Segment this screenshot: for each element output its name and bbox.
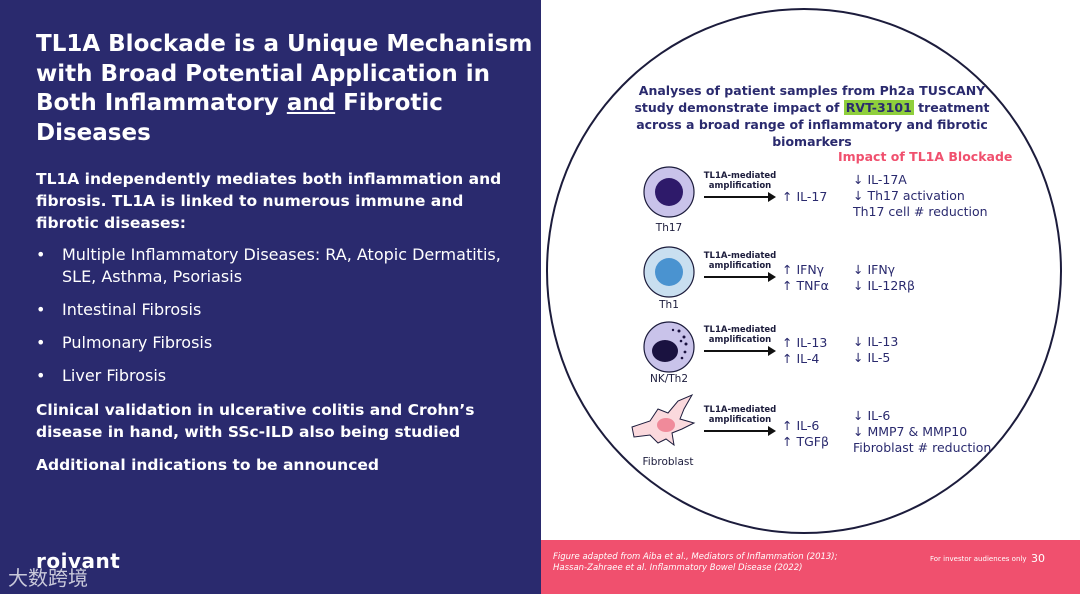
impact-header: Impact of TL1A Blockade [838,149,1012,164]
bullet-text: Liver Fibrosis [62,366,166,385]
disease-bullet-list: • Multiple Inflammatory Diseases: RA, Ato… [36,244,506,398]
title-line-3-post: Fibrotic [335,90,443,116]
impact-item: Fibroblast # reduction [853,440,991,456]
amplification-line-1: TL1A-mediated [702,325,778,335]
impact-item: ↓ IL-13 [853,334,898,350]
bullet-marker: • [36,332,45,354]
watermark-text: 大数跨境 [8,562,88,591]
citation-line-2: Hassan-Zahraee et al. Inflammatory Bowel… [553,563,873,574]
investor-notice: For investor audiences only [930,555,1026,563]
cytokine-up: ↑ IL-17 [782,189,827,205]
cytokine-up: ↑ TNFα [782,278,829,294]
title-line-3-pre: Both Inflammatory [36,90,287,116]
amplification-line-1: TL1A-mediated [702,251,778,261]
arrow-icon [704,345,776,357]
amplification-line-1: TL1A-mediated [702,171,778,181]
upregulated-cytokines: ↑ IFNγ ↑ TNFα [782,262,829,294]
bullet-marker: • [36,244,45,266]
impact-item: ↓ IL-12Rβ [853,278,915,294]
slide-title: TL1A Blockade is a Unique Mechanism with… [36,30,536,148]
impact-item: ↓ Th17 activation [853,188,988,204]
cytokine-up: ↑ IFNγ [782,262,829,278]
upregulated-cytokines: ↑ IL-6 ↑ TGFβ [782,418,829,450]
clinical-validation-text: Clinical validation in ulcerative coliti… [36,399,506,443]
th1-cell-icon [643,246,695,298]
footer-bar: Figure adapted from Aiba et al., Mediato… [541,540,1080,594]
arrow-icon [704,425,776,437]
additional-indications-text: Additional indications to be announced [36,454,506,476]
rvt-3101-highlight: RVT-3101 [844,100,914,115]
upregulated-cytokines: ↑ IL-13 ↑ IL-4 [782,335,827,367]
page-number: 30 [1031,552,1045,565]
study-heading: Analyses of patient samples from Ph2a TU… [622,82,1002,150]
impact-item: ↓ IFNγ [853,262,915,278]
cytokine-up: ↑ TGFβ [782,434,829,450]
impact-list: ↓ IL-13 ↓ IL-5 [853,334,898,366]
title-and-underlined: and [287,90,335,116]
amplification-line-2: amplification [702,181,778,191]
bullet-item: • Liver Fibrosis [36,365,506,387]
bullet-item: • Intestinal Fibrosis [36,299,506,321]
bullet-item: • Multiple Inflammatory Diseases: RA, Ato… [36,244,506,288]
bullet-text: Intestinal Fibrosis [62,300,201,319]
amplification-line-2: amplification [702,335,778,345]
fibroblast-cell-icon [628,393,700,453]
intro-text: TL1A independently mediates both inflamm… [36,168,506,234]
cell-label-nk-th2: NK/Th2 [629,373,709,385]
impact-list: ↓ IL-17A ↓ Th17 activation Th17 cell # r… [853,172,988,220]
bullet-marker: • [36,299,45,321]
impact-list: ↓ IFNγ ↓ IL-12Rβ [853,262,915,294]
cytokine-up: ↑ IL-13 [782,335,827,351]
figure-citation: Figure adapted from Aiba et al., Mediato… [553,552,873,574]
impact-item: ↓ IL-6 [853,408,991,424]
amplification-line-2: amplification [702,415,778,425]
impact-item: Th17 cell # reduction [853,204,988,220]
th17-cell-icon [643,166,695,218]
cytokine-up: ↑ IL-4 [782,351,827,367]
cell-label-th17: Th17 [629,222,709,234]
bullet-text: Pulmonary Fibrosis [62,333,212,352]
citation-line-1: Figure adapted from Aiba et al., Mediato… [553,552,873,563]
bullet-item: • Pulmonary Fibrosis [36,332,506,354]
cell-label-th1: Th1 [629,299,709,311]
cytokine-up: ↑ IL-6 [782,418,829,434]
nk-th2-cell-icon [643,321,695,373]
amplification-line-2: amplification [702,261,778,271]
arrow-icon [704,271,776,283]
title-line-4: Diseases [36,119,536,149]
impact-list: ↓ IL-6 ↓ MMP7 & MMP10 Fibroblast # reduc… [853,408,991,456]
title-line-3: Both Inflammatory and Fibrotic [36,89,536,119]
cell-label-fibroblast: Fibroblast [628,456,708,468]
title-line-1: TL1A Blockade is a Unique Mechanism [36,30,536,60]
impact-item: ↓ IL-5 [853,350,898,366]
left-panel: TL1A Blockade is a Unique Mechanism with… [0,0,541,594]
arrow-icon [704,191,776,203]
bullet-text: Multiple Inflammatory Diseases: RA, Atop… [62,245,501,286]
upregulated-cytokines: ↑ IL-17 [782,189,827,205]
impact-item: ↓ IL-17A [853,172,988,188]
impact-item: ↓ MMP7 & MMP10 [853,424,991,440]
bullet-marker: • [36,365,45,387]
amplification-line-1: TL1A-mediated [702,405,778,415]
title-line-2: with Broad Potential Application in [36,60,536,90]
